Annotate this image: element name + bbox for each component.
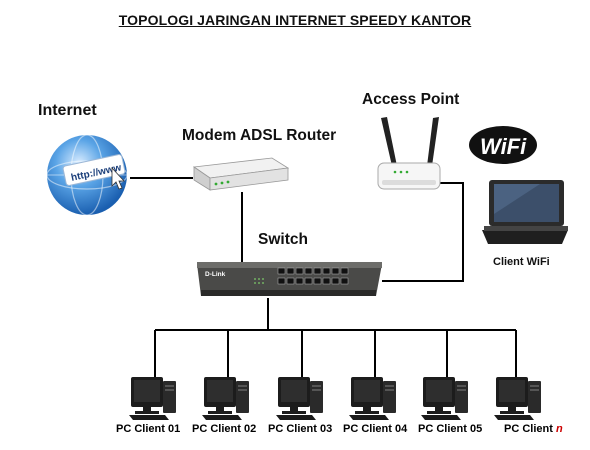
pc-client-label: PC Client n xyxy=(504,423,563,435)
pc-client-n-icon xyxy=(494,377,541,420)
switch-brand: D-Link xyxy=(205,271,226,278)
internet-label: Internet xyxy=(38,102,97,119)
pc-client-04-icon xyxy=(349,377,396,420)
adsl-router-icon xyxy=(192,157,290,191)
laptop-icon xyxy=(482,180,568,244)
switch-label: Switch xyxy=(258,231,308,248)
internet-globe-icon: http://www xyxy=(46,134,128,216)
link-ap-switch xyxy=(382,182,464,282)
pc-client-03-icon xyxy=(276,377,323,420)
pc-client-05-icon xyxy=(421,377,468,420)
pc-client-01-icon xyxy=(129,377,176,420)
pc-client-label: PC Client 02 xyxy=(192,423,257,435)
modem-label: Modem ADSL Router xyxy=(182,127,337,144)
wifi-logo-text: WiFi xyxy=(480,134,527,159)
access-point-label: Access Point xyxy=(362,91,460,108)
pc-client-label: PC Client 03 xyxy=(268,423,333,435)
pc-client-02-icon xyxy=(202,377,249,420)
pc-client-label: PC Client 04 xyxy=(343,423,408,435)
wireless-access-point-icon xyxy=(377,117,441,190)
client-wifi-label: Client WiFi xyxy=(493,256,550,268)
pc-client-n-suffix: n xyxy=(555,423,563,435)
connection-lines xyxy=(130,177,517,378)
pc-client-label: PC Client 01 xyxy=(116,423,181,435)
switch-ports xyxy=(277,267,349,285)
network-switch-icon: D-Link xyxy=(197,262,382,296)
pc-client-label: PC Client 05 xyxy=(418,423,483,435)
diagram-title: TOPOLOGI JARINGAN INTERNET SPEEDY KANTOR xyxy=(118,12,472,28)
wifi-logo-icon: WiFi xyxy=(469,126,537,164)
